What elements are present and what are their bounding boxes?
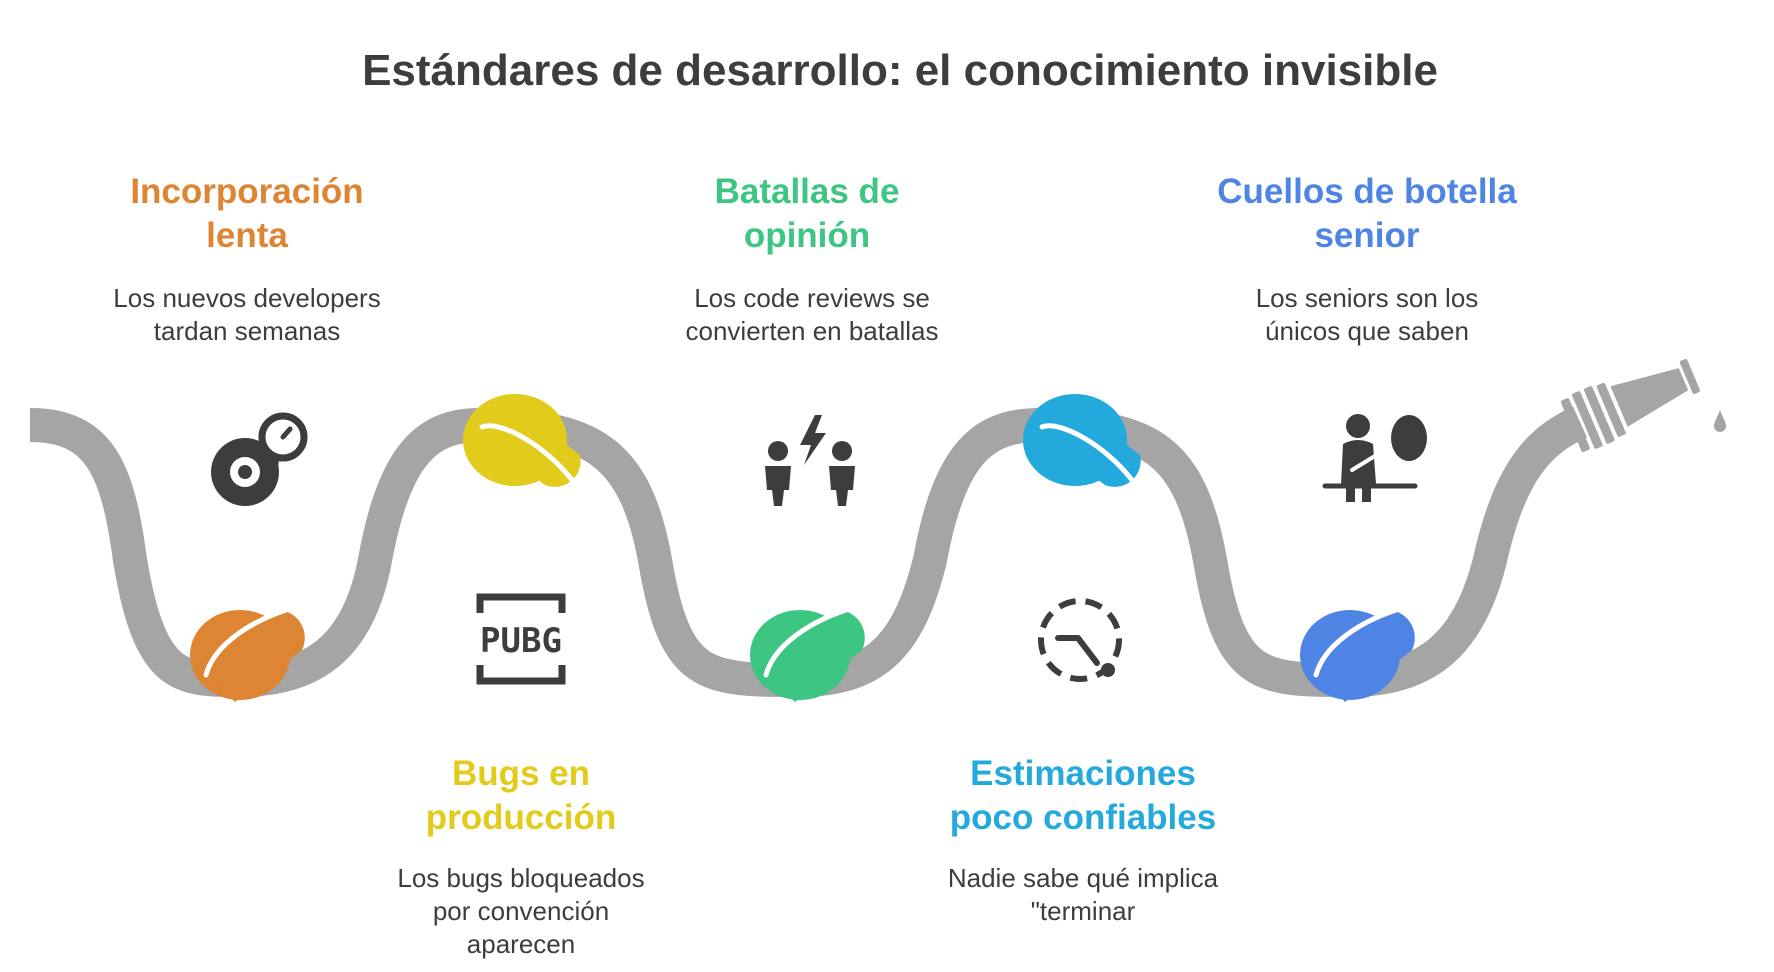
step-description-cuellos: Los seniors son los únicos que saben [1255,283,1479,346]
step-description-incorporacion: Los nuevos developers tardan semanas [113,283,381,346]
step-description-estimaciones: Nadie sabe qué implica "terminar [947,863,1219,926]
step-heading-cuellos: Cuellos de botella senior [1217,172,1517,255]
nozzle-ring [1596,382,1626,437]
nozzle-ring [1560,398,1590,452]
step-heading-estimaciones: Estimaciones poco confiables [949,754,1217,837]
knot-yellow [463,394,581,487]
step-heading-incorporacion: Incorporación lenta [130,172,364,255]
page-title: Estándares de desarrollo: el conocimient… [362,46,1438,95]
nozzle-tip [1679,358,1701,394]
pubg-label: PUBG [480,621,562,661]
step-description-bugs: Los bugs bloqueados por convención apare… [397,863,645,959]
step-heading-batallas: Batallas de opinión [714,172,900,255]
nozzle-cone [1610,368,1689,427]
nozzle-ring [1584,386,1615,444]
water-drop-icon [1714,410,1726,432]
hose-nozzle [1560,358,1701,452]
pubg-icon: PUBG [476,593,566,685]
conflict-icon [765,415,855,506]
step-heading-bugs: Bugs en producción [425,754,617,837]
knot-blue [1300,607,1415,702]
slow-onboarding-icon [211,412,308,506]
senior-presenting-icon [1322,414,1427,502]
dashed-clock-icon [1038,598,1122,682]
knot-orange [190,607,305,702]
nozzle-ring [1572,391,1603,449]
knot-cyan [1023,394,1141,487]
knot-green [750,607,865,702]
step-description-batallas: Los code reviews se convierten en batall… [685,283,939,346]
